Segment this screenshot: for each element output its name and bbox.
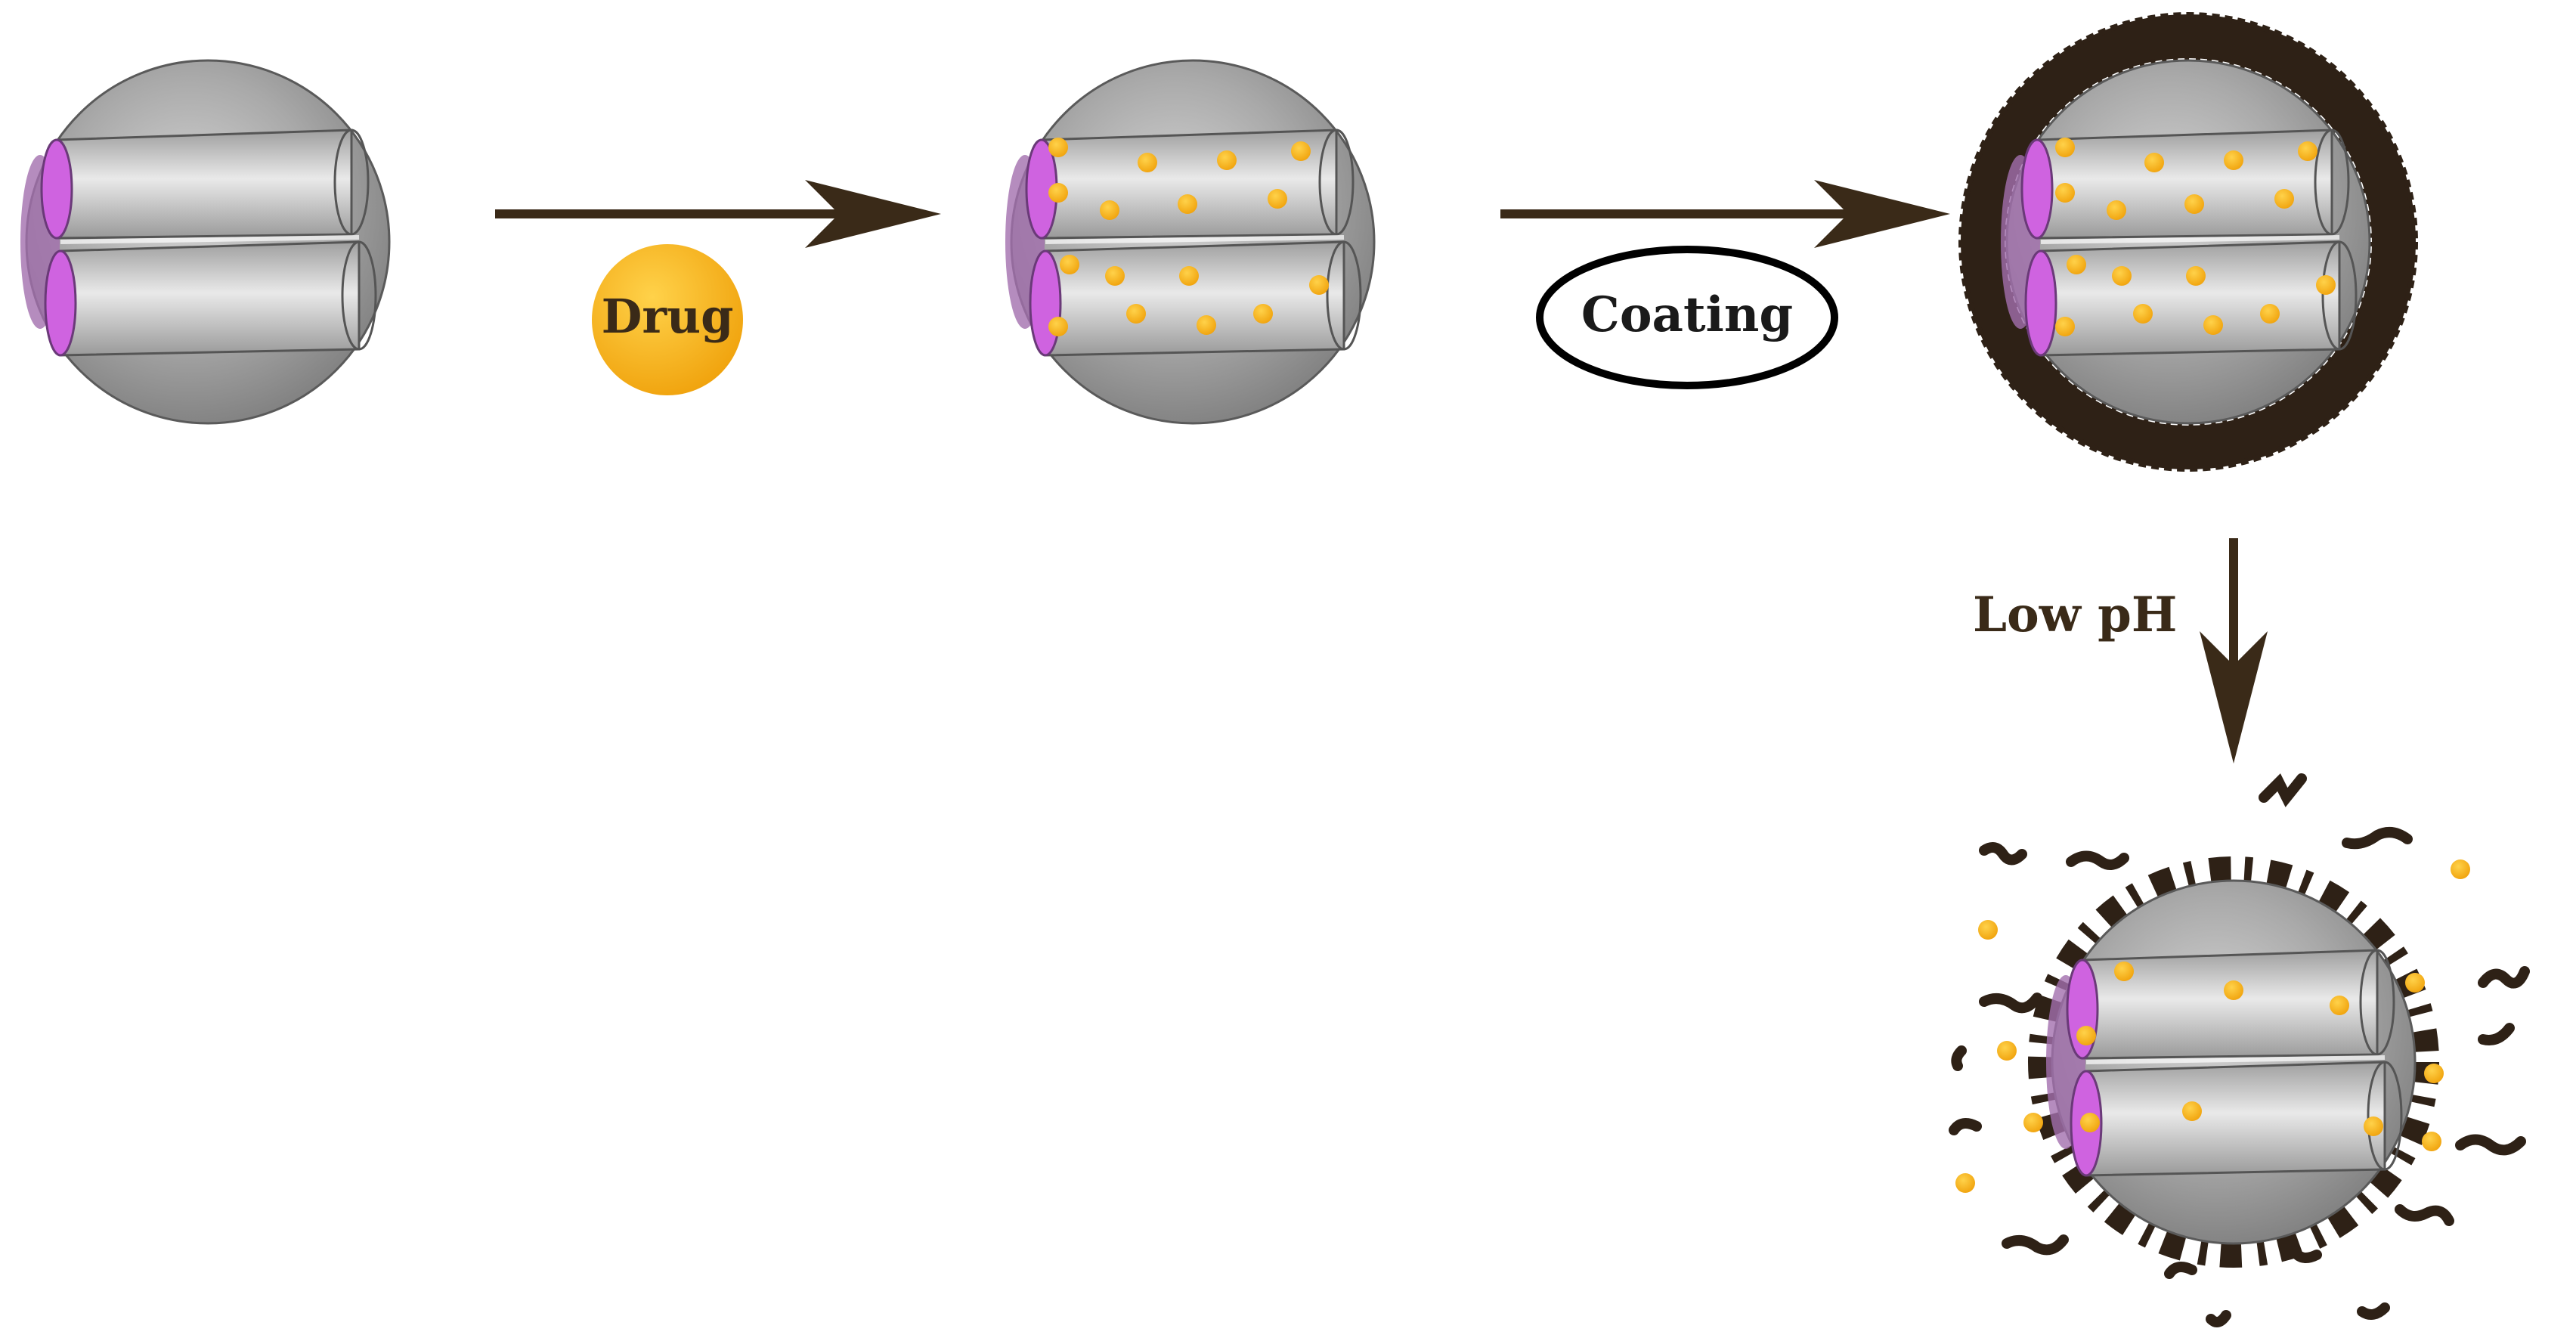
coating-fragments: [1949, 773, 2530, 1327]
coating-shell: [1958, 12, 2418, 472]
low-ph-label: Low pH: [1973, 587, 2177, 643]
coating-label: Coating: [1581, 286, 1793, 343]
drug-label: Drug: [602, 289, 734, 344]
released-carrier: [1949, 773, 2530, 1327]
coating-label-badge: [1536, 246, 1838, 389]
drug-particles: [1955, 859, 2470, 1193]
loading-arrow: [495, 180, 941, 248]
drug-particles: [2055, 138, 2336, 336]
drug-particles: [1048, 138, 1329, 336]
broken-coating: [2028, 856, 2439, 1268]
empty-carrier: [20, 60, 389, 423]
coating-arrow: [1500, 180, 1950, 248]
coated-carrier: [1958, 12, 2418, 472]
low-ph-arrow: [2200, 538, 2268, 763]
drug-loaded-carrier: [1005, 60, 1374, 423]
drug-bead-icon: [592, 244, 743, 395]
